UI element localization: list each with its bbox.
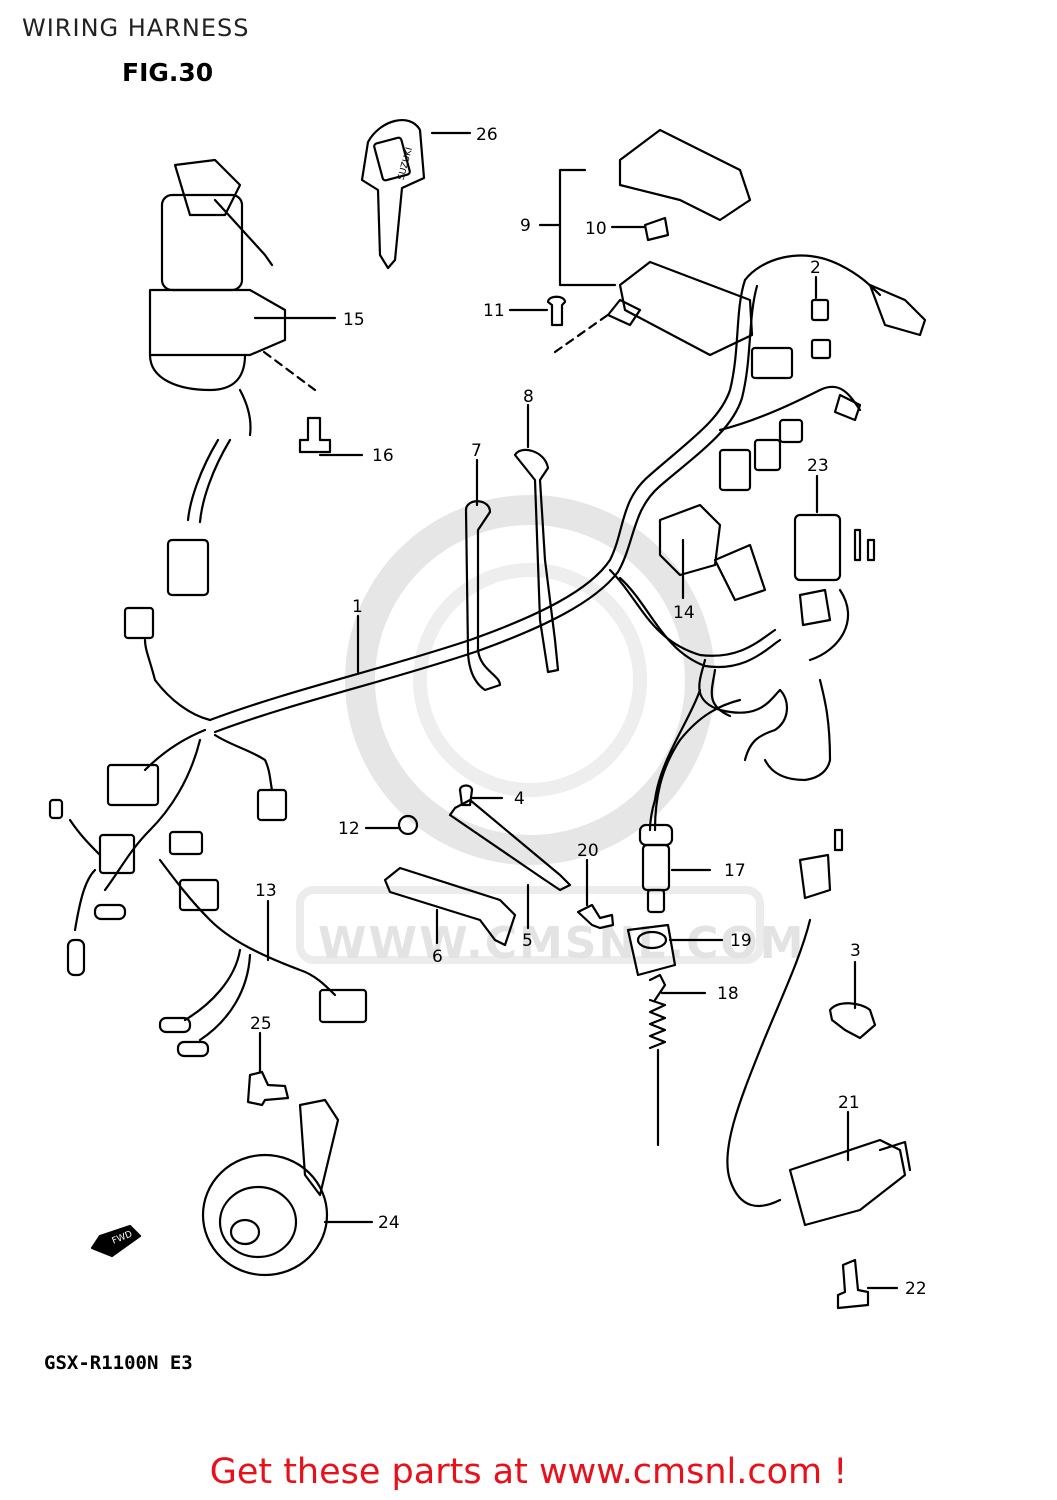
callout-21: 21 — [838, 1093, 860, 1113]
ignition-key — [360, 119, 426, 270]
callout-26: 26 — [476, 125, 498, 145]
callout-17: 17 — [724, 861, 746, 881]
horn — [201, 1098, 340, 1277]
watermark-text: WWW.CMSNL.COM — [318, 918, 806, 969]
callout-1: 1 — [352, 597, 363, 617]
callout-4: 4 — [514, 789, 525, 809]
callout-11: 11 — [483, 301, 505, 321]
callout-13: 13 — [255, 881, 277, 901]
page-title: WIRING HARNESS — [22, 14, 250, 42]
callout-19: 19 — [730, 931, 752, 951]
figure-label: FIG.30 — [122, 58, 214, 87]
callout-22: 22 — [905, 1279, 927, 1299]
callout-8: 8 — [523, 387, 534, 407]
callout-15: 15 — [343, 310, 365, 330]
callout-3: 3 — [850, 941, 861, 961]
callout-16: 16 — [372, 446, 394, 466]
callout-25: 25 — [250, 1014, 272, 1034]
callout-24: 24 — [378, 1213, 400, 1233]
callout-12: 12 — [338, 819, 360, 839]
callout-10: 10 — [585, 219, 607, 239]
model-code: GSX-R1100N E3 — [44, 1352, 193, 1374]
relay-23 — [793, 513, 842, 582]
callout-23: 23 — [807, 456, 829, 476]
callout-2: 2 — [810, 258, 821, 278]
key-logo: SUZUKI — [397, 146, 415, 181]
ignition-switch — [148, 158, 287, 597]
callout-14: 14 — [673, 603, 695, 623]
callout-7: 7 — [471, 441, 482, 461]
main-harness — [208, 278, 747, 722]
callout-18: 18 — [717, 984, 739, 1004]
callout-9: 9 — [520, 216, 531, 236]
callout-20: 20 — [577, 841, 599, 861]
promo-link[interactable]: Get these parts at www.cmsnl.com ! — [209, 1452, 848, 1492]
callout-5: 5 — [522, 931, 533, 951]
callout-6: 6 — [432, 947, 443, 967]
